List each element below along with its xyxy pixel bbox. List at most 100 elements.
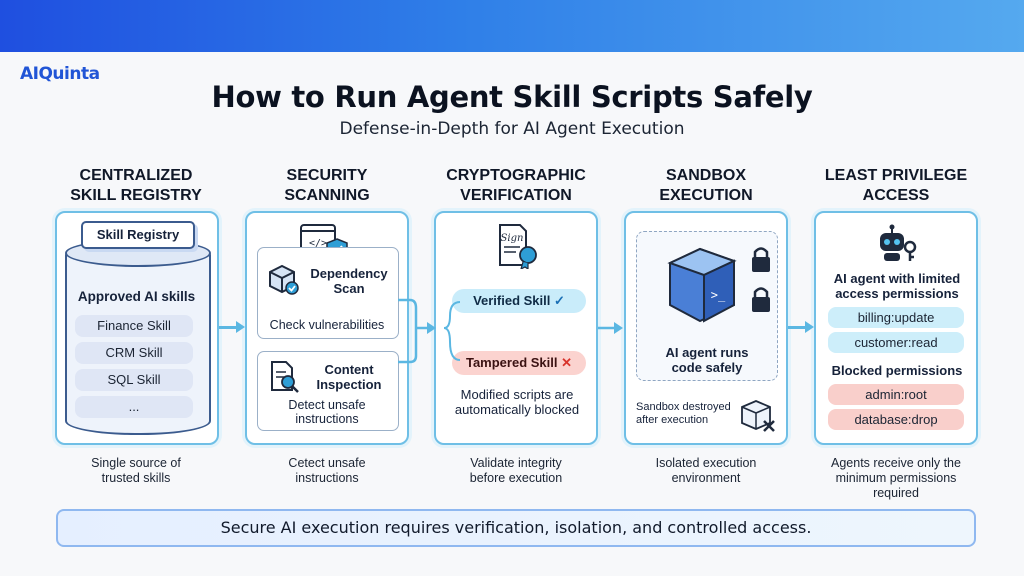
- text-line: instructions: [295, 412, 359, 426]
- flow-arrow-merge: [398, 298, 436, 364]
- heading-line: VERIFICATION: [460, 187, 572, 204]
- text-line: code safely: [671, 360, 743, 375]
- title-line: Content: [324, 362, 374, 377]
- agent-runs-text: AI agent runs code safely: [638, 345, 776, 375]
- caption-line: Validate integrity: [470, 456, 562, 470]
- skill-item-sql: SQL Skill: [75, 369, 193, 391]
- package-icon: [269, 264, 299, 295]
- caption-registry: Single source of trusted skills: [46, 456, 226, 486]
- heading-line: CRYPTOGRAPHIC: [446, 167, 586, 184]
- check-icon: ✓: [554, 293, 565, 308]
- caption-line: Agents receive only the: [831, 456, 961, 470]
- heading-line: SKILL REGISTRY: [70, 187, 202, 204]
- arrow-line: [219, 326, 237, 329]
- heading-line: SANDBOX: [665, 167, 746, 184]
- heading-line: EXECUTION: [659, 187, 753, 204]
- arrow-head: [805, 321, 814, 333]
- heading-line: SCANNING: [284, 187, 370, 204]
- content-inspection-text: Detect unsafe instructions: [258, 398, 396, 426]
- column-heading-privilege: LEAST PRIVILEGE ACCESS: [808, 166, 984, 206]
- svg-text:</>: </>: [309, 238, 327, 249]
- tampered-label: Tampered Skill: [465, 355, 558, 370]
- column-heading-sandbox: SANDBOX EXECUTION: [618, 166, 794, 206]
- cross-icon: ✕: [561, 355, 573, 370]
- limited-agent-text: AI agent with limited access permissions: [820, 271, 974, 301]
- scanning-panel: </> Dependency Scan Check vulnerabilitie…: [245, 211, 409, 445]
- svg-text:>_: >_: [711, 288, 726, 302]
- skill-item-more: ...: [75, 396, 193, 418]
- text-line: AI agent runs: [665, 345, 749, 360]
- title-line: Inspection: [316, 377, 382, 392]
- text-line: access permissions: [835, 286, 959, 301]
- sandbox-cube-icon: >_: [667, 247, 770, 323]
- blocked-permissions-heading: Blocked permissions: [831, 363, 963, 378]
- heading-line: CENTRALIZED: [79, 167, 193, 184]
- caption-sandbox: Isolated execution environment: [616, 456, 796, 486]
- caption-line: Cetect unsafe: [288, 456, 366, 470]
- content-inspection-box: Content Inspection Detect unsafe instruc…: [257, 351, 399, 431]
- robot-key-icon: [880, 224, 917, 261]
- caption-line: Isolated execution: [655, 456, 757, 470]
- skill-item-crm: CRM Skill: [75, 342, 193, 364]
- document-search-icon: [271, 361, 299, 393]
- title-line: Dependency: [310, 266, 388, 281]
- caption-verification: Validate integrity before execution: [426, 456, 606, 486]
- caption-line: instructions: [295, 471, 359, 485]
- summary-banner: Secure AI execution requires verificatio…: [56, 509, 976, 547]
- text-line: Sandbox destroyed: [636, 401, 731, 413]
- caption-line: Single source of: [91, 456, 181, 470]
- allowed-permission: customer:read: [828, 332, 964, 353]
- flow-arrow: [219, 321, 245, 333]
- text-line: after execution: [636, 414, 709, 426]
- note-line: automatically blocked: [454, 402, 580, 417]
- flow-arrow-split: [598, 322, 623, 334]
- text-line: Detect unsafe: [288, 398, 366, 412]
- verification-panel: Sign Verified Skill ✓ Tampered Skill ✕ M…: [434, 211, 598, 445]
- registry-panel: Skill Registry Approved AI skills Financ…: [55, 211, 219, 445]
- column-heading-scanning: SECURITY SCANNING: [239, 166, 415, 206]
- column-heading-registry: CENTRALIZED SKILL REGISTRY: [48, 166, 224, 206]
- brand-logo: AIQuinta: [20, 64, 100, 84]
- caption-line: before execution: [469, 471, 563, 485]
- allowed-permission: billing:update: [828, 307, 964, 328]
- caption-scanning: Cetect unsafe instructions: [237, 456, 417, 486]
- approved-skills-heading: Approved AI skills: [77, 289, 196, 304]
- note-line: Modified scripts are: [460, 387, 574, 402]
- tampered-skill-badge: Tampered Skill ✕: [452, 351, 586, 375]
- dependency-scan-text: Check vulnerabilities: [269, 318, 385, 332]
- blocked-permission: admin:root: [828, 384, 964, 405]
- dependency-scan-box: Dependency Scan Check vulnerabilities: [257, 247, 399, 339]
- signed-certificate-icon: Sign: [499, 224, 537, 269]
- verify-branch-lines: [444, 301, 461, 361]
- heading-line: LEAST PRIVILEGE: [824, 167, 968, 184]
- privilege-panel: AI agent with limited access permissions…: [814, 211, 978, 445]
- page-subtitle: Defense-in-Depth for AI Agent Execution: [339, 119, 685, 139]
- verified-label: Verified Skill: [473, 293, 551, 308]
- svg-text:Sign: Sign: [501, 233, 524, 244]
- heading-line: ACCESS: [862, 187, 930, 204]
- text-line: AI agent with limited: [833, 271, 961, 286]
- flow-arrow: [788, 321, 814, 333]
- top-banner: [0, 0, 1024, 52]
- arrow-head: [236, 321, 245, 333]
- sandbox-destroyed-text: Sandbox destroyed after execution: [636, 401, 734, 427]
- title-line: Scan: [333, 281, 365, 296]
- destroyed-box-icon: [741, 400, 775, 432]
- skill-item-finance: Finance Skill: [75, 315, 193, 337]
- verified-skill-badge: Verified Skill ✓: [452, 289, 586, 313]
- arrow-line: [788, 326, 806, 329]
- skill-registry-label: Skill Registry: [81, 221, 195, 249]
- blocked-permission: database:drop: [828, 409, 964, 430]
- content-inspection-title: Content Inspection: [304, 362, 394, 392]
- column-heading-verification: CRYPTOGRAPHIC VERIFICATION: [428, 166, 604, 206]
- caption-line: environment: [671, 471, 741, 485]
- heading-line: SECURITY: [286, 167, 368, 184]
- sandbox-panel: >_ AI agent runs code safely Sandbox des…: [624, 211, 788, 445]
- blocked-note: Modified scripts are automatically block…: [441, 387, 593, 417]
- dependency-scan-title: Dependency Scan: [304, 266, 394, 296]
- page-title: How to Run Agent Skill Scripts Safely: [211, 80, 813, 114]
- caption-privilege: Agents receive only the minimum permissi…: [806, 456, 986, 501]
- caption-line: required: [873, 486, 919, 500]
- caption-line: minimum permissions: [835, 471, 957, 485]
- caption-line: trusted skills: [101, 471, 171, 485]
